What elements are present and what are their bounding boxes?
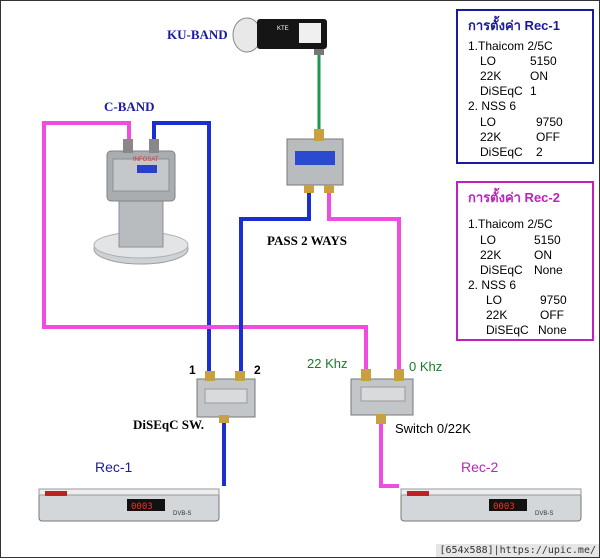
settings-rec1-value: 2 [536,145,543,159]
settings-rec1-key: LO [480,115,497,129]
settings-rec1-row: 1.Thaicom 2/5C [468,39,553,53]
rec2-label: Rec-2 [461,459,499,475]
rec2-pink-cable [379,421,399,488]
settings-rec1-title: การตั้งค่า Rec-1 [468,18,560,33]
ku-lnb-icon: KTE [232,17,327,55]
settings-rec1-key: DiSEqC [480,145,523,159]
receiver-1-brand: DVB-S [173,511,191,517]
settings-box-rec1: การตั้งค่า Rec-1 1.Thaicom 2/5C LO 5150 … [456,9,594,164]
settings-rec2-key: DiSEqC [486,323,529,337]
settings-rec1-value: 9750 [536,115,563,129]
pass-2-ways-label: PASS 2 WAYS [267,233,347,248]
settings-rec2-row: 2. NSS 6 [468,278,517,292]
settings-rec2-value: OFF [540,308,564,322]
port-1-label: 1 [189,363,196,377]
port-2-label: 2 [254,363,261,377]
ku-lnb-brand: KTE [277,26,289,32]
watermark: [654x588]|https://upic.me/ [436,544,599,557]
settings-rec2-value: None [534,263,563,277]
splitter-pink-cable [327,189,401,373]
settings-rec2-value: 9750 [540,293,567,307]
diseqc-switch-icon [196,371,256,423]
receiver-2-icon: 0003 DVB-S [400,488,582,522]
settings-rec2-key: DiSEqC [480,263,523,277]
splitter-blue-cable [239,189,311,373]
khz-0-label: 0 Khz [409,359,443,374]
receiver-2-brand: DVB-S [535,511,553,517]
splitter-icon [286,129,344,193]
settings-rec1-value: OFF [536,130,560,144]
switch-0-22k-icon [350,369,414,424]
settings-rec2-value: ON [534,248,552,262]
c-band-blue-cable [152,121,211,373]
receiver-1-icon: 0003 DVB-S [38,488,220,522]
switch-0-22k-label: Switch 0/22K [395,421,471,436]
settings-rec1-row: 2. NSS 6 [468,99,517,113]
rec1-label: Rec-1 [95,459,133,475]
settings-rec1-key: 22K [480,69,502,83]
receiver-2-display: 0003 [493,502,515,512]
settings-rec2-key: 22K [480,248,502,262]
settings-rec1-value: ON [530,69,548,83]
ku-band-label: KU-BAND [167,27,228,42]
c-lnb-brand: INFOSAT [133,157,159,163]
settings-rec2-value: 5150 [534,233,561,247]
settings-rec2-row: 1.Thaicom 2/5C [468,217,553,231]
settings-rec2-key: LO [480,233,497,247]
settings-rec2-key: LO [486,293,503,307]
c-lnb-icon: INFOSAT [93,139,189,265]
settings-box-rec2: การตั้งค่า Rec-2 1.Thaicom 2/5C LO 5150 … [456,181,594,341]
settings-rec1-key: 22K [480,130,502,144]
settings-rec1-value: 1 [530,84,537,98]
settings-rec1-value: 5150 [530,54,557,68]
khz-22-label: 22 Khz [307,356,348,371]
settings-rec1-key: DiSEqC [480,84,523,98]
settings-rec1-key: LO [480,54,497,68]
settings-rec2-title: การตั้งค่า Rec-2 [468,190,560,205]
settings-rec2-key: 22K [486,308,508,322]
c-band-label: C-BAND [104,99,155,114]
diseqc-sw-label: DiSEqC SW. [133,417,205,432]
c-band-pink-cable [42,121,368,373]
settings-rec2-value: None [538,323,567,337]
receiver-1-display: 0003 [131,502,153,512]
